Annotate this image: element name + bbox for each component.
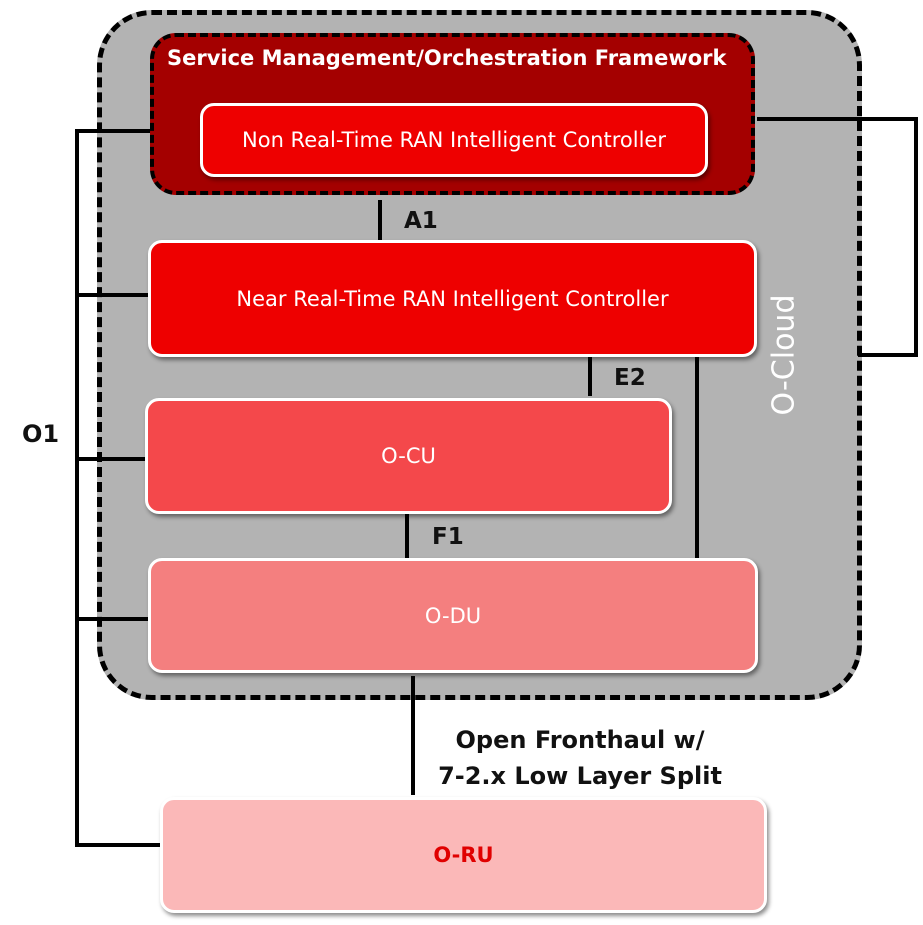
o-cu-box: O-CU xyxy=(145,398,672,514)
o-cloud-loop-line xyxy=(757,117,918,357)
o1-label: O1 xyxy=(22,420,60,448)
o-du-box: O-DU xyxy=(148,558,758,673)
e2-label: E2 xyxy=(614,365,646,391)
fronthaul-label-line-2: 7-2.x Low Layer Split xyxy=(438,762,722,790)
a1-label: A1 xyxy=(404,208,438,234)
near-rt-ric-label: Near Real-Time RAN Intelligent Controlle… xyxy=(236,286,669,311)
non-rt-ric-label: Non Real-Time RAN Intelligent Controller xyxy=(242,128,666,152)
non-rt-ric-box: Non Real-Time RAN Intelligent Controller xyxy=(200,103,708,177)
o-ru-label: O-RU xyxy=(433,843,494,867)
fronthaul-label: Open Fronthaul w/ 7-2.x Low Layer Split xyxy=(410,722,750,794)
fronthaul-label-line-1: Open Fronthaul w/ xyxy=(455,726,705,754)
o-du-label: O-DU xyxy=(424,603,482,628)
f1-label: F1 xyxy=(432,524,464,550)
o-ru-box: O-RU xyxy=(160,797,767,913)
o-cu-label: O-CU xyxy=(381,444,436,468)
near-rt-ric-box: Near Real-Time RAN Intelligent Controlle… xyxy=(148,240,757,357)
smo-framework-title: Service Management/Orchestration Framewo… xyxy=(167,46,727,70)
